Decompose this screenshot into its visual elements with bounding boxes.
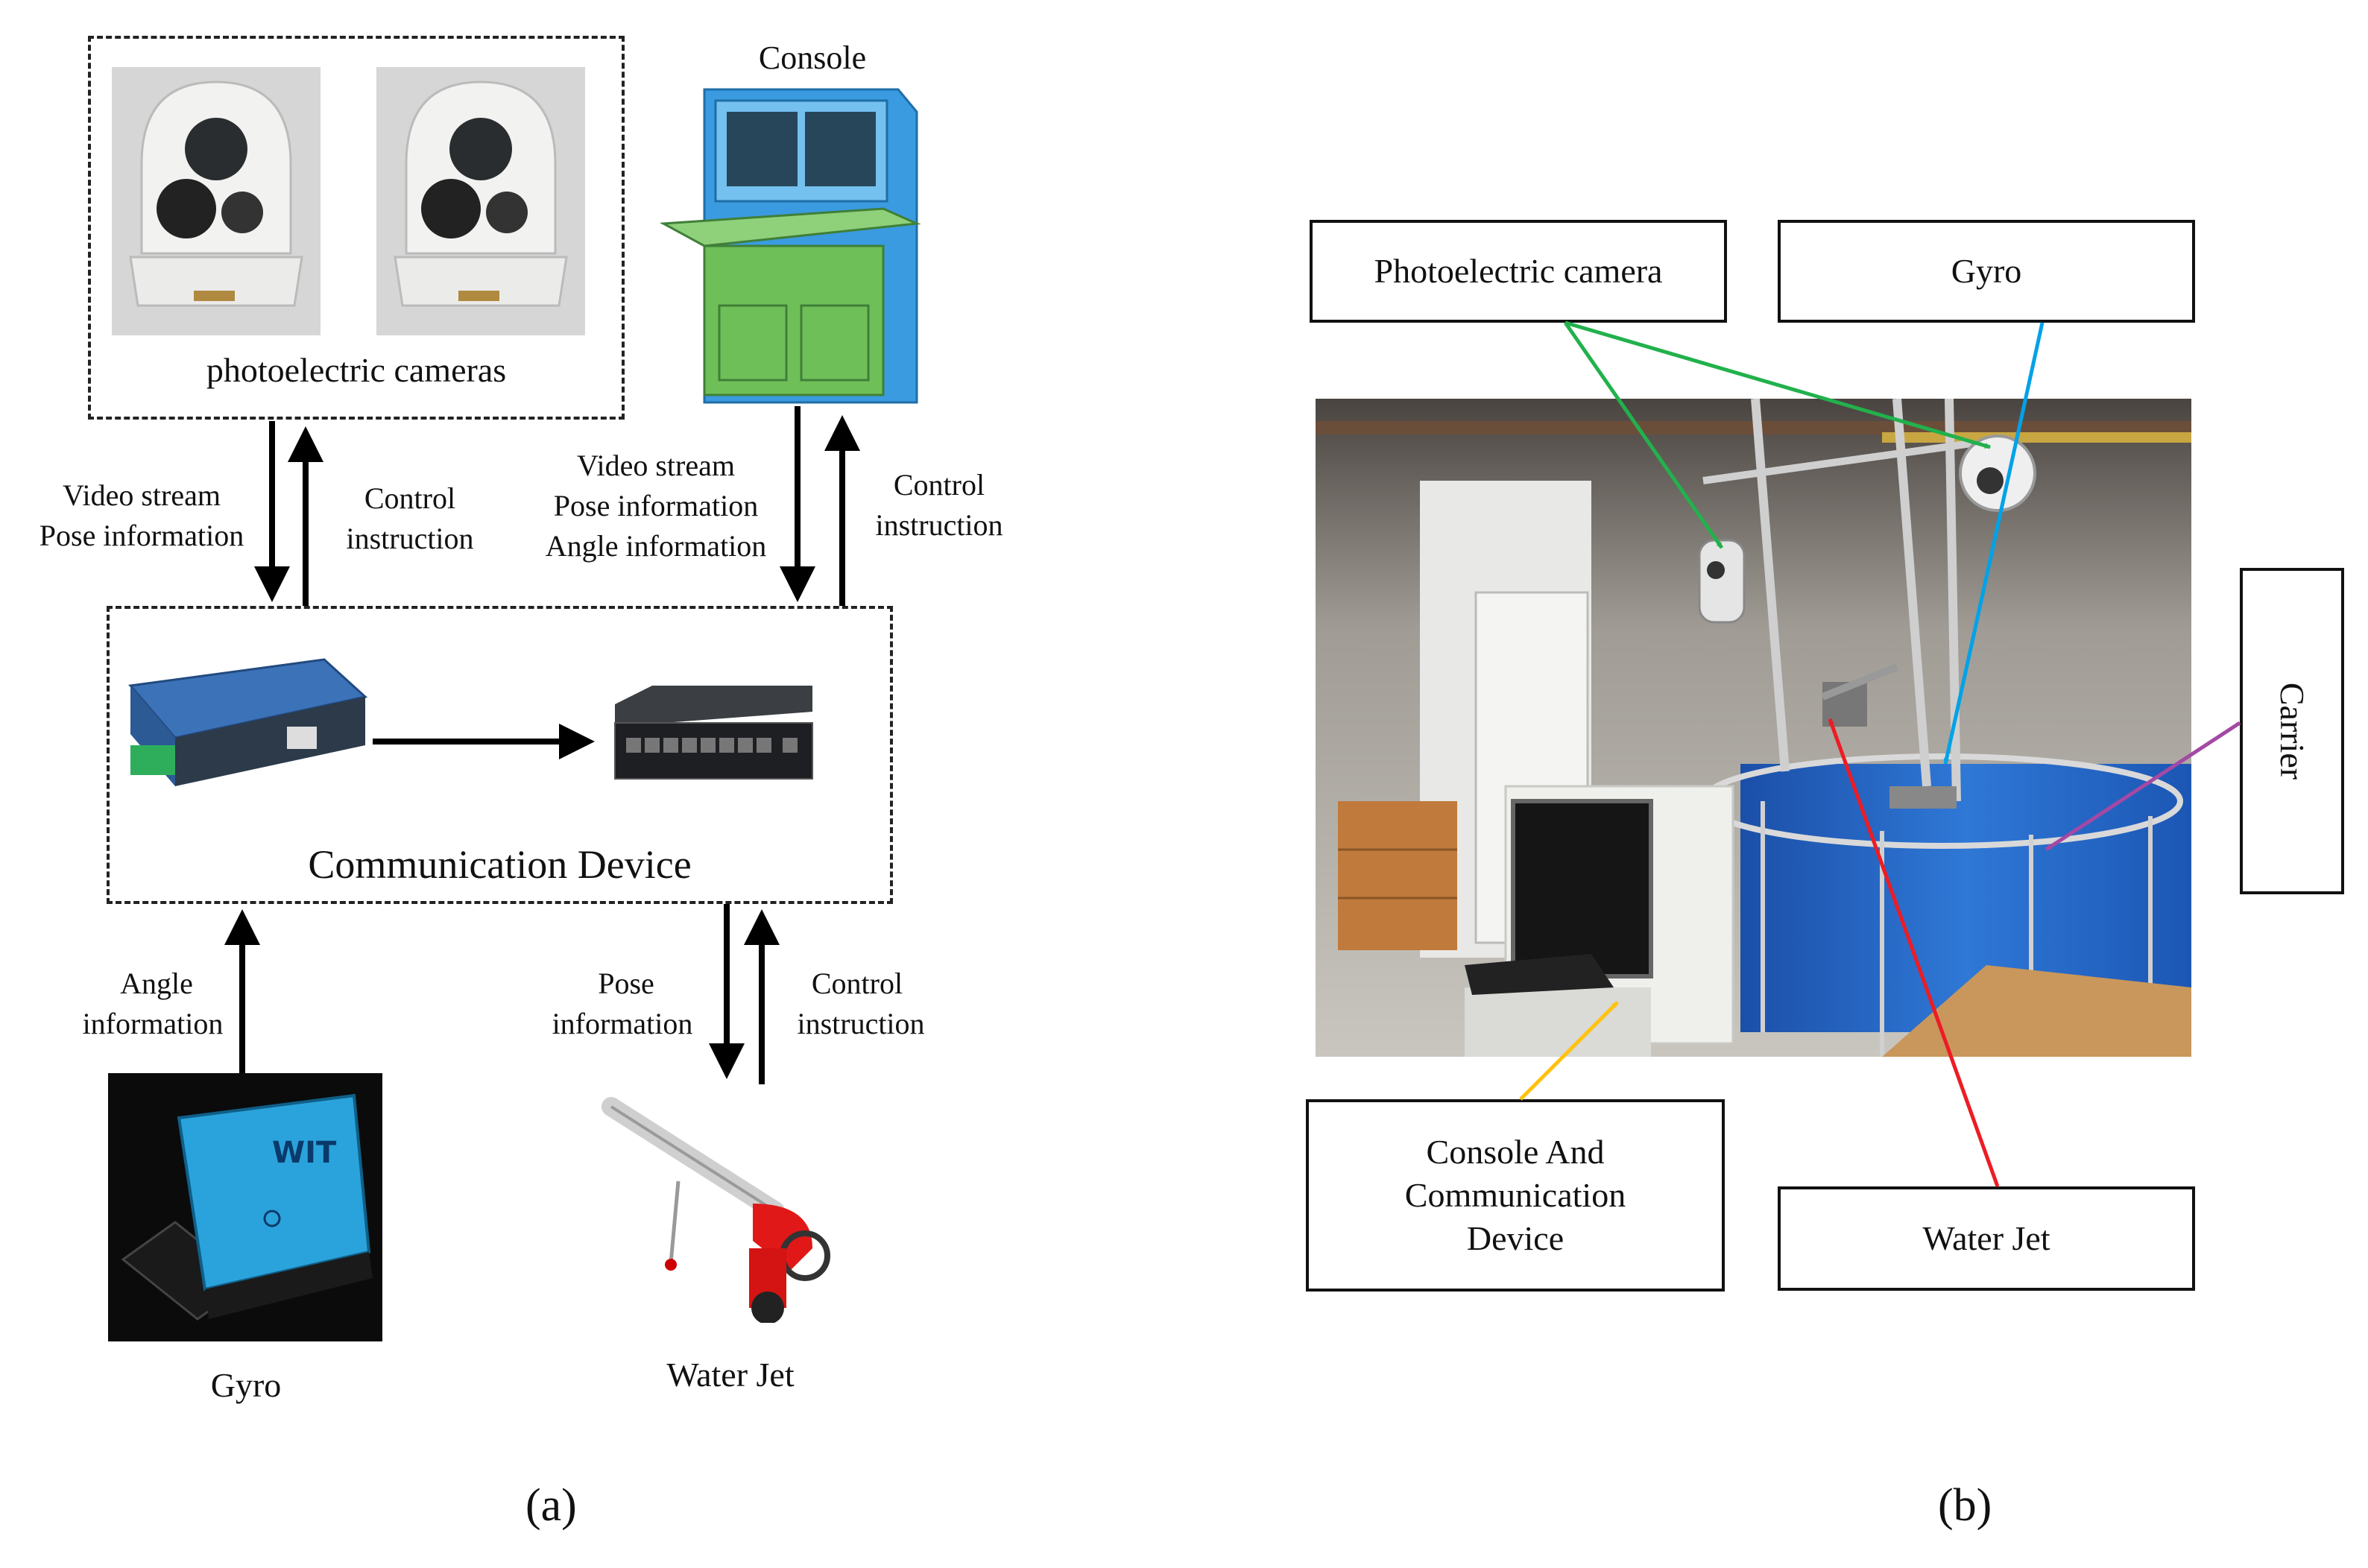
- gyro-pointer-arrow: [1943, 322, 2045, 765]
- water-jet-callout-text: Water Jet: [1922, 1219, 2050, 1257]
- console-up-label-2: instruction: [875, 508, 1003, 542]
- cam-up-label-2: instruction: [346, 522, 474, 555]
- communication-device-box: [107, 606, 893, 904]
- console-down-label-2: Pose information: [553, 489, 759, 522]
- water-jet-callout: Water Jet: [1778, 1186, 2195, 1291]
- gyro-label: Gyro: [210, 1366, 282, 1404]
- cam-down-label-2: Pose information: [39, 519, 244, 552]
- jet-down-label-2: information: [552, 1007, 693, 1040]
- serial-server-image: [116, 656, 369, 801]
- gyro-up-label-1: Angle: [120, 967, 193, 1000]
- console-down-label-1: Video stream: [577, 449, 735, 482]
- camera-pointer-arrows: [1563, 320, 1991, 549]
- console-comm-callout-line-1: Console And: [1426, 1133, 1605, 1171]
- gyro-callout-text: Gyro: [1951, 252, 2022, 290]
- console-comm-callout-line-2: Communication: [1404, 1176, 1626, 1214]
- gyro-callout: Gyro: [1778, 220, 2195, 323]
- water-jet-label: Water Jet: [666, 1356, 795, 1394]
- panel-a-caption: (a): [525, 1480, 577, 1531]
- console-up-label-1: Control: [893, 468, 985, 502]
- cam-up-label-1: Control: [364, 481, 456, 515]
- console-label: Console: [758, 39, 867, 76]
- carrier-pointer-arrow: [2045, 721, 2241, 852]
- svg-text:WIT: WIT: [272, 1136, 337, 1170]
- gyro-up-label-2: information: [82, 1007, 224, 1040]
- photoelectric-camera-image-2: [376, 67, 585, 335]
- lab-setup-photo: [1316, 399, 2191, 1057]
- panel-b-caption: (b): [1938, 1480, 1992, 1531]
- photoelectric-camera-callout-text: Photoelectric camera: [1374, 252, 1663, 290]
- water-jet-pointer-arrow: [1828, 718, 2000, 1187]
- cameras-group-box: [88, 36, 625, 420]
- console-image: [660, 82, 924, 406]
- communication-device-label: Communication Device: [308, 842, 692, 887]
- water-jet-image: [589, 1092, 857, 1323]
- gyro-image: WIT: [108, 1073, 382, 1341]
- cameras-group-label: photoelectric cameras: [206, 351, 507, 389]
- console-down-label-3: Angle information: [545, 529, 767, 563]
- photoelectric-camera-image-1: [112, 67, 321, 335]
- console-comm-callout: Console And Communication Device: [1306, 1099, 1725, 1292]
- console-pointer-arrow: [1519, 1001, 1619, 1101]
- photoelectric-camera-callout: Photoelectric camera: [1310, 220, 1727, 323]
- console-comm-callout-line-3: Device: [1466, 1219, 1565, 1257]
- jet-up-label-2: instruction: [797, 1007, 925, 1040]
- network-switch-image: [607, 682, 816, 786]
- carrier-callout: Carrier: [2240, 568, 2344, 894]
- cam-down-label-1: Video stream: [63, 478, 221, 512]
- jet-down-label-1: Pose: [598, 967, 654, 1000]
- jet-up-label-1: Control: [811, 967, 903, 1000]
